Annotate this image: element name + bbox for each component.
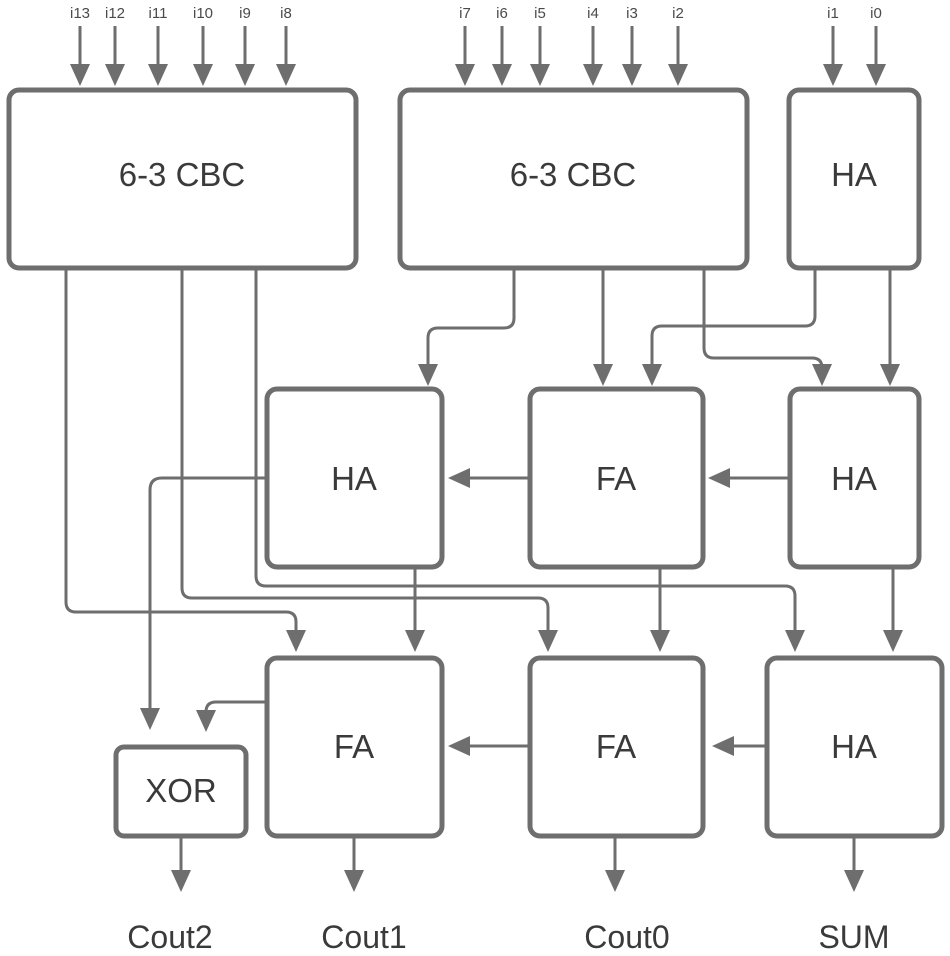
ha-row2-right-label: HA bbox=[831, 460, 877, 497]
ha-row2-left-label: HA bbox=[331, 460, 377, 497]
input-label: i2 bbox=[672, 5, 684, 22]
xor-block: XOR bbox=[113, 744, 249, 839]
input-label: i4 bbox=[587, 5, 599, 22]
output-label-cout2: Cout2 bbox=[127, 919, 212, 955]
input-label: i1 bbox=[827, 5, 839, 22]
fa-row3-mid-label: FA bbox=[596, 728, 636, 765]
fa-row2-block: FA bbox=[527, 386, 706, 570]
input-label: i9 bbox=[239, 5, 251, 22]
ha-top-label: HA bbox=[831, 156, 877, 193]
input-label: i11 bbox=[149, 5, 168, 22]
output-labels: Cout2 Cout1 Cout0 SUM bbox=[127, 919, 889, 955]
output-label-sum: SUM bbox=[818, 919, 889, 955]
wires bbox=[64, 270, 903, 892]
ha-row2-left-block: HA bbox=[264, 386, 445, 570]
input-label: i10 bbox=[193, 5, 213, 22]
output-label-cout1: Cout1 bbox=[321, 919, 406, 955]
input-label: i7 bbox=[459, 5, 471, 22]
xor-label: XOR bbox=[145, 772, 217, 809]
input-label: i13 bbox=[70, 5, 90, 22]
fa-row2-label: FA bbox=[596, 460, 636, 497]
input-label: i0 bbox=[870, 5, 882, 22]
ha-row2-right-block: HA bbox=[787, 386, 922, 570]
fa-row3-left-block: FA bbox=[264, 655, 445, 839]
input-label: i6 bbox=[496, 5, 508, 22]
input-arrows bbox=[70, 26, 886, 86]
input-label: i8 bbox=[280, 5, 292, 22]
ha-top-block: HA bbox=[786, 87, 922, 271]
fa-row3-mid-block: FA bbox=[527, 655, 706, 839]
output-label-cout0: Cout0 bbox=[584, 919, 669, 955]
fa-row3-left-label: FA bbox=[334, 728, 374, 765]
input-labels: i13 i12 i11 i10 i9 i8 i7 i6 i5 i4 i3 i2 … bbox=[70, 5, 882, 22]
input-label: i12 bbox=[105, 5, 125, 22]
cbc-mid-label: 6-3 CBC bbox=[510, 156, 637, 193]
ha-row3-right-label: HA bbox=[831, 728, 877, 765]
cbc-mid-block: 6-3 CBC bbox=[397, 87, 750, 271]
input-label: i5 bbox=[534, 5, 546, 22]
ha-row3-right-block: HA bbox=[764, 655, 945, 839]
cbc-left-label: 6-3 CBC bbox=[119, 156, 246, 193]
input-label: i3 bbox=[626, 5, 638, 22]
cbc-left-block: 6-3 CBC bbox=[6, 87, 359, 271]
